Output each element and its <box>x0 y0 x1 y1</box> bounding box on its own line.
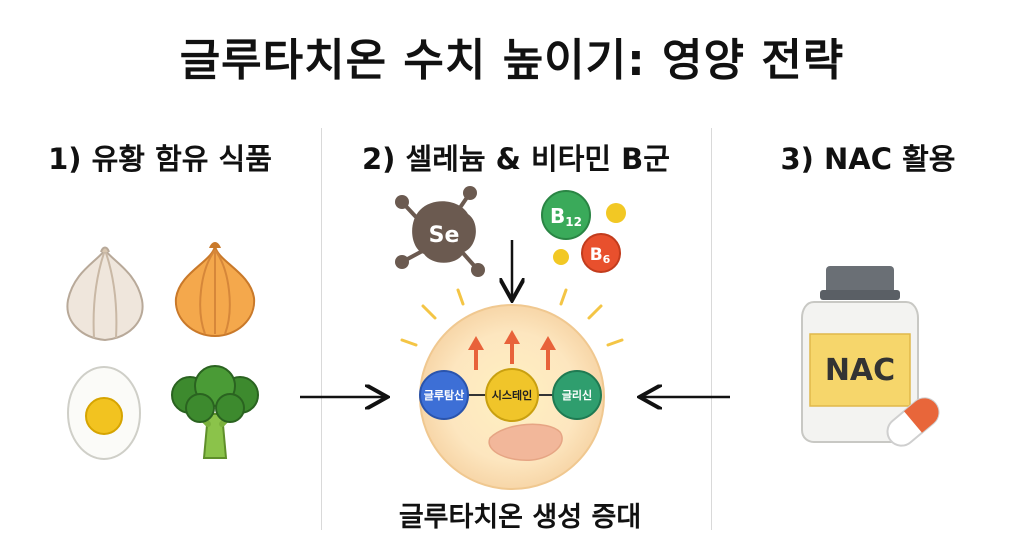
svg-text:B6: B6 <box>590 245 611 266</box>
amino-glycine-label: 글리신 <box>562 388 592 402</box>
vitamin-b6-icon: B6 <box>581 233 621 273</box>
amino-cysteine-label: 시스테인 <box>492 388 532 402</box>
divider-left <box>321 128 322 530</box>
nac-bottle-label: NAC <box>825 353 895 388</box>
onion-icon <box>174 242 256 338</box>
amino-glycine: 글리신 <box>552 370 602 420</box>
capsule-icon <box>886 397 940 447</box>
section-title-selenium-vitamin-b: 2) 셀레늄 & 비타민 B군 <box>362 142 670 176</box>
yellow-dot-small <box>553 249 569 265</box>
egg-icon <box>67 366 141 460</box>
divider-right <box>711 128 712 530</box>
section-title-nac: 3) NAC 활용 <box>780 142 956 176</box>
yellow-dot-large <box>606 203 626 223</box>
vitamin-b12-main: B <box>550 204 565 228</box>
nac-bottle-icon: NAC <box>801 266 919 443</box>
vitamin-b12-icon: B12 <box>541 190 591 240</box>
vitamin-b12-sub: 12 <box>565 215 582 229</box>
garlic-icon <box>66 246 144 342</box>
broccoli-icon <box>171 365 259 459</box>
vitamin-b6-sub: 6 <box>603 253 611 266</box>
amino-cysteine: 시스테인 <box>485 368 539 422</box>
svg-text:B12: B12 <box>550 204 582 229</box>
vitamin-b6-main: B <box>590 245 603 265</box>
section-title-sulfur-foods: 1) 유황 함유 식품 <box>48 142 272 176</box>
result-caption: 글루타치온 생성 증대 <box>398 502 642 533</box>
selenium-molecule-icon: Se <box>395 186 485 277</box>
amino-glutamate-label: 글루탐산 <box>424 388 464 402</box>
selenium-symbol: Se <box>429 223 460 248</box>
page-title: 글루타치온 수치 높이기: 영양 전략 <box>179 35 845 86</box>
amino-glutamate: 글루탐산 <box>419 370 469 420</box>
